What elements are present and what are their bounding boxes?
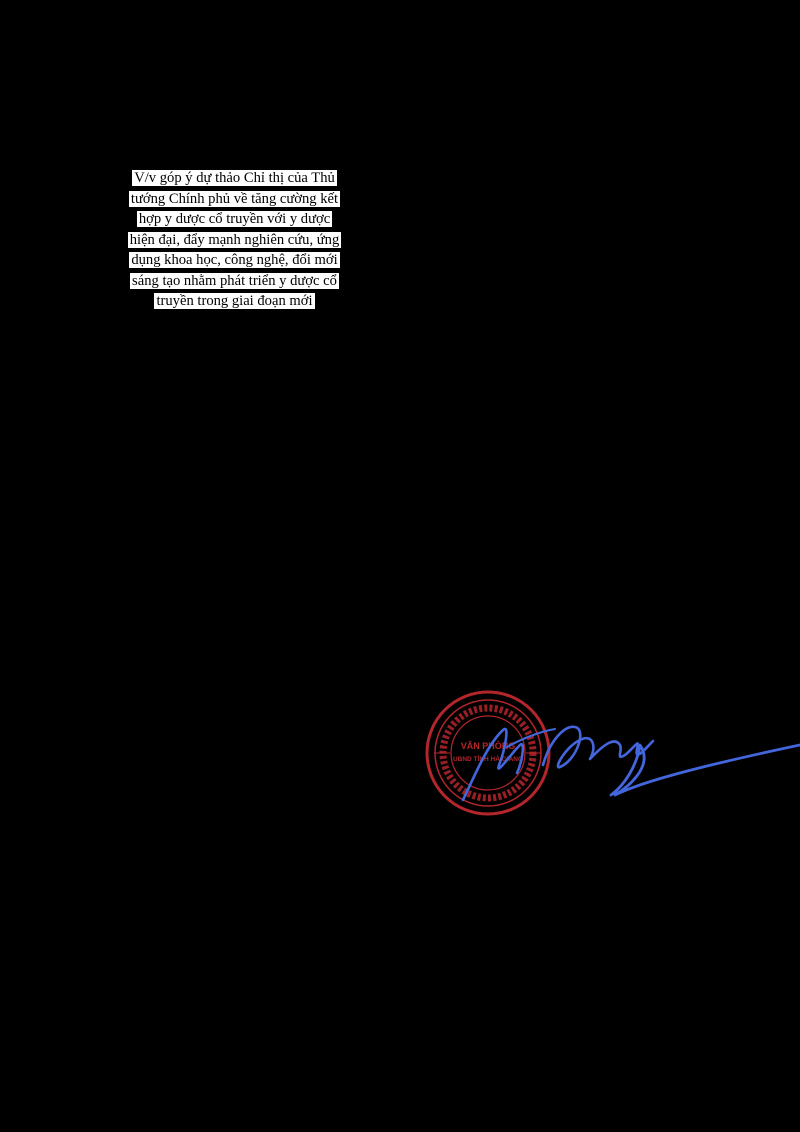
seal-center-line-2: UBND TỈNH HÀ GIANG	[453, 754, 523, 763]
subject-line-7: truyền trong giai đoạn mới	[154, 293, 315, 309]
seal-ring-lettering	[439, 704, 537, 802]
seal-center-line-1: VĂN PHÒNG	[461, 740, 516, 751]
seal-outer-ring	[425, 690, 551, 816]
handwritten-signature	[461, 725, 800, 802]
stamp-and-signature: VĂN PHÒNG UBND TỈNH HÀ GIANG	[415, 685, 800, 830]
document-subject: V/v góp ý dự thảo Chỉ thị của Thủ tướng …	[112, 168, 357, 312]
subject-line-2: tướng Chính phủ về tăng cường kết	[128, 190, 341, 207]
stamp-signature-graphic: VĂN PHÒNG UBND TỈNH HÀ GIANG	[425, 690, 800, 816]
subject-line-6: sáng tạo nhằm phát triển y dược cổ	[130, 272, 339, 289]
subject-line-5: dụng khoa học, công nghệ, đổi mới	[129, 252, 340, 268]
subject-line-4: hiện đại, đẩy mạnh nghiên cứu, ứng	[127, 231, 342, 248]
official-seal: VĂN PHÒNG UBND TỈNH HÀ GIANG	[425, 690, 551, 816]
subject-line-3: hợp y dược cổ truyền với y dược	[136, 211, 333, 227]
seal-inner-ring	[450, 715, 526, 791]
subject-line-1: V/v góp ý dự thảo Chỉ thị của Thủ	[132, 170, 337, 186]
